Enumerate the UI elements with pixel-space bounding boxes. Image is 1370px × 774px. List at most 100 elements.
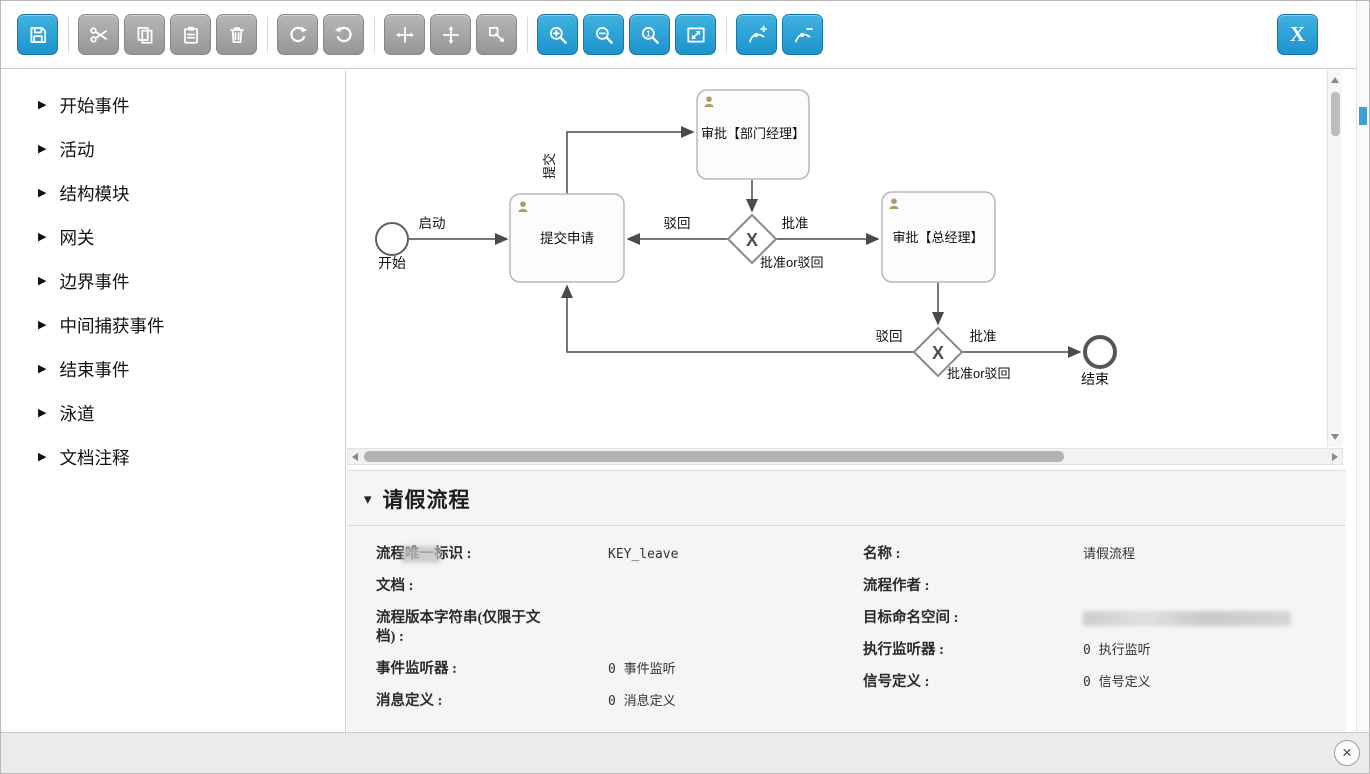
task-general-manager-node[interactable]: 审批【总经理】 <box>881 191 996 283</box>
xml-button[interactable]: X <box>1277 14 1318 55</box>
scroll-down-arrow[interactable] <box>1331 434 1339 440</box>
exclusive-gateway-2[interactable]: X <box>912 326 964 378</box>
trash-icon <box>229 26 244 43</box>
undo-button[interactable] <box>323 14 364 55</box>
palette-sidebar: ▶ 开始事件 ▶ 活动 ▶ 结构模块 ▶ 网关 ▶ 边界事件 ▶ 中间捕获事件 … <box>1 70 346 732</box>
palette-item-structural[interactable]: ▶ 结构模块 <box>1 171 345 215</box>
property-row-event-listeners[interactable]: 事件监听器 :0 事件监听 <box>376 660 863 679</box>
properties-panel: ▾ 请假流程 流程唯一标识 : KEY_leave 文档 : 流程版本字符串(仅… <box>347 470 1346 732</box>
zoom-fit-button[interactable] <box>675 14 716 55</box>
zoom-out-icon <box>595 26 613 44</box>
start-event-node[interactable]: 开始 <box>375 222 409 271</box>
scroll-up-arrow[interactable] <box>1331 77 1339 83</box>
page-scroll-thumb[interactable] <box>1359 107 1367 125</box>
palette-item-label: 中间捕获事件 <box>59 315 165 336</box>
horizontal-scrollbar[interactable] <box>347 448 1343 465</box>
delete-button[interactable] <box>216 14 257 55</box>
zoom-in-icon <box>549 26 567 44</box>
toolbar: 1 X <box>1 1 1369 69</box>
chevron-right-icon: ▶ <box>38 230 47 243</box>
flow-approve2-label: 批准 <box>970 329 997 344</box>
redo-button[interactable] <box>277 14 318 55</box>
end-event-node[interactable]: 结束 <box>1081 335 1117 387</box>
property-row-message-definitions[interactable]: 消息定义 :0 消息定义 <box>376 692 863 711</box>
property-row-name[interactable]: 名称 :请假流程 <box>863 545 1346 564</box>
task-general-manager-label: 审批【总经理】 <box>892 230 983 245</box>
palette-item-label: 结束事件 <box>59 359 130 380</box>
palette-item-activities[interactable]: ▶ 活动 <box>1 127 345 171</box>
palette-item-label: 活动 <box>59 139 95 160</box>
gateway2-label: 批准or驳回 <box>947 366 1011 381</box>
property-value: 0 事件监听 <box>608 662 676 677</box>
palette-item-annotation[interactable]: ▶ 文档注释 <box>1 435 345 479</box>
task-submit-node[interactable]: 提交申请 <box>509 193 625 283</box>
zoom-actual-icon: 1 <box>641 26 659 44</box>
palette-item-intermediate-catch-events[interactable]: ▶ 中间捕获事件 <box>1 303 345 347</box>
remove-bendpoint-button[interactable] <box>782 14 823 55</box>
palette-item-end-events[interactable]: ▶ 结束事件 <box>1 347 345 391</box>
align-vertical-button[interactable] <box>430 14 471 55</box>
chevron-down-icon: ▾ <box>364 491 372 508</box>
vertical-scrollbar[interactable] <box>1327 70 1342 447</box>
properties-grid: 流程唯一标识 : KEY_leave 文档 : 流程版本字符串(仅限于文档) :… <box>347 526 1346 724</box>
property-row-execution-listeners[interactable]: 执行监听器 :0 执行监听 <box>863 641 1346 660</box>
horizontal-scroll-thumb[interactable] <box>364 451 1064 462</box>
property-value: 0 消息定义 <box>608 694 676 709</box>
redacted-value <box>1083 611 1291 627</box>
property-row-target-namespace[interactable]: 目标命名空间 : <box>863 609 1346 628</box>
exclusive-gateway-1[interactable]: X <box>726 213 778 265</box>
start-event-label: 开始 <box>378 255 406 271</box>
cut-button[interactable] <box>78 14 119 55</box>
gateway-x-mark: X <box>932 343 944 363</box>
zoom-fit-icon <box>686 27 705 42</box>
property-row-version-string[interactable]: 流程版本字符串(仅限于文档) : <box>376 609 863 647</box>
property-label: 信号定义 : <box>863 674 930 690</box>
zoom-out-button[interactable] <box>583 14 624 55</box>
svg-text:1: 1 <box>646 29 651 38</box>
property-label: 文档 : <box>376 578 414 594</box>
scroll-right-arrow[interactable] <box>1332 452 1338 461</box>
property-label: 目标命名空间 : <box>863 610 959 626</box>
scroll-left-arrow[interactable] <box>352 452 358 461</box>
paste-button[interactable] <box>170 14 211 55</box>
align-vertical-icon <box>442 25 459 44</box>
palette-item-swimlanes[interactable]: ▶ 泳道 <box>1 391 345 435</box>
flow-submit-label: 提交 <box>542 153 557 179</box>
save-button[interactable] <box>17 14 58 55</box>
same-size-button[interactable] <box>476 14 517 55</box>
palette-item-gateways[interactable]: ▶ 网关 <box>1 215 345 259</box>
process-title: 请假流程 <box>382 488 471 512</box>
palette-item-boundary-events[interactable]: ▶ 边界事件 <box>1 259 345 303</box>
property-label: 流程作者 : <box>863 578 930 594</box>
zoom-in-button[interactable] <box>537 14 578 55</box>
close-button[interactable]: × <box>1334 740 1360 766</box>
property-row-documentation[interactable]: 文档 : <box>376 577 863 596</box>
save-icon <box>30 26 46 43</box>
align-horizontal-button[interactable] <box>384 14 425 55</box>
bottom-bar: × <box>1 732 1369 773</box>
palette-item-label: 开始事件 <box>59 95 130 116</box>
diagram-canvas[interactable]: 开始 启动 提交申请 提交 审批【部门经理】 <box>347 70 1327 447</box>
property-value: 请假流程 <box>1083 547 1136 562</box>
horizontal-scroll-track[interactable] <box>362 449 1328 464</box>
vertical-scroll-thumb[interactable] <box>1331 92 1340 136</box>
copy-button[interactable] <box>124 14 165 55</box>
zoom-actual-button[interactable]: 1 <box>629 14 670 55</box>
property-row-process-id[interactable]: 流程唯一标识 : KEY_leave <box>376 545 863 564</box>
page-scrollbar-rail[interactable] <box>1356 1 1369 732</box>
scissors-icon <box>89 26 107 43</box>
sequence-flows[interactable] <box>408 126 1082 358</box>
task-dept-manager-node[interactable]: 审批【部门经理】 <box>696 89 810 180</box>
palette-item-label: 边界事件 <box>59 271 130 292</box>
toolbar-separator <box>527 16 528 53</box>
add-bendpoint-button[interactable] <box>736 14 777 55</box>
end-event-label: 结束 <box>1081 371 1109 387</box>
properties-header[interactable]: ▾ 请假流程 <box>347 471 1346 526</box>
palette-item-start-events[interactable]: ▶ 开始事件 <box>1 83 345 127</box>
flow-reject1-label: 驳回 <box>664 216 691 231</box>
property-row-signal-definitions[interactable]: 信号定义 :0 信号定义 <box>863 673 1346 692</box>
chevron-right-icon: ▶ <box>38 186 47 199</box>
property-row-author[interactable]: 流程作者 : <box>863 577 1346 596</box>
gateway-x-mark: X <box>746 230 758 250</box>
